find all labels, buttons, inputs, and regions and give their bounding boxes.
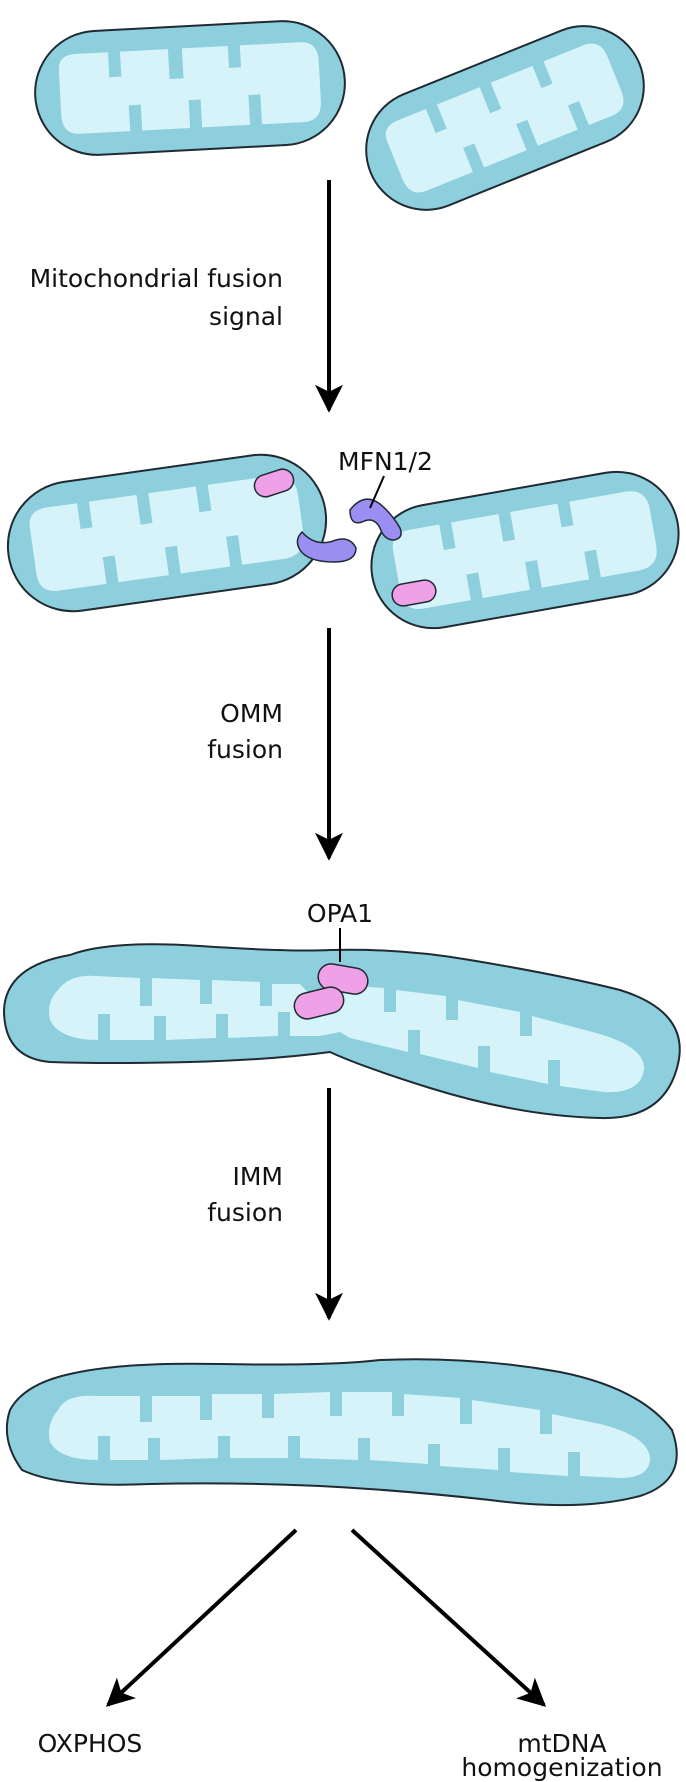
mfn-leader-line xyxy=(369,475,385,509)
mitochondrion-left xyxy=(6,453,328,613)
fusion-signal-label-line2: signal xyxy=(209,302,283,331)
mfn-protein xyxy=(296,530,357,563)
mtdna-label-line1: mtDNA xyxy=(517,1729,606,1758)
imm-label-line1: IMM xyxy=(232,1162,283,1191)
opa1-label: OPA1 xyxy=(307,899,373,928)
cristae-matrix xyxy=(49,1392,650,1478)
omm-label-line1: OMM xyxy=(220,699,283,728)
cristae-matrix xyxy=(58,42,321,134)
mfn-label: MFN1/2 xyxy=(338,447,433,476)
stage3-mitochondrion: OPA1 xyxy=(2,899,681,1120)
mfn-protein xyxy=(349,498,402,541)
stage1-mitochondria xyxy=(34,20,645,211)
cristae-matrix xyxy=(392,491,657,609)
opa1-protein xyxy=(253,468,295,498)
mtdna-label-line2: homogenization xyxy=(461,1753,662,1782)
arrow-to-mtdna xyxy=(350,1528,547,1707)
oxphos-label: OXPHOS xyxy=(38,1729,143,1758)
arrow-to-oxphos xyxy=(105,1528,298,1707)
cristae-matrix xyxy=(49,975,645,1093)
omm-label-line2: fusion xyxy=(207,735,283,764)
opa1-protein xyxy=(293,986,345,1020)
mitochondrion-left xyxy=(34,20,346,156)
opa1-protein xyxy=(391,579,437,607)
imm-label-line2: fusion xyxy=(207,1198,283,1227)
cristae-matrix xyxy=(385,43,624,193)
mitochondrion-right xyxy=(365,25,645,211)
stage2-mitochondria: MFN1/2 xyxy=(6,447,680,630)
cristae-matrix xyxy=(29,475,304,591)
mitochondrion-right xyxy=(370,470,680,630)
fusion-signal-label-line1: Mitochondrial fusion xyxy=(30,264,283,293)
stage4-mitochondrion xyxy=(5,1358,678,1507)
